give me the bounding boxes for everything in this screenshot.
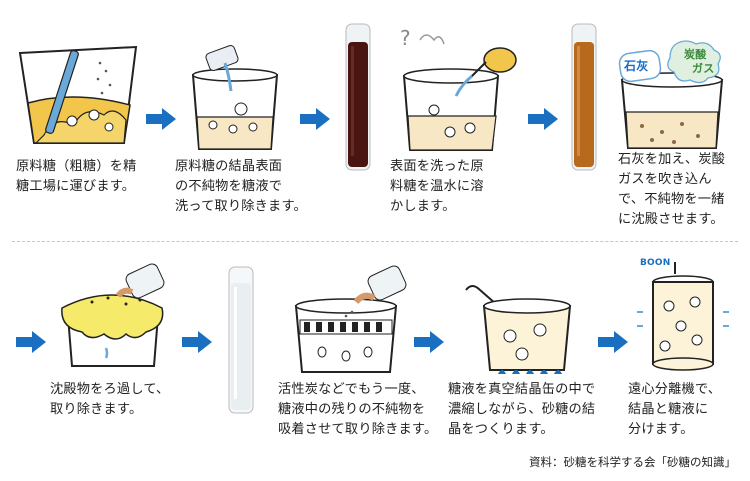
boon-label: BOON: [640, 258, 671, 268]
step7-caption: 糖液を真空結晶缶の中で 濃縮しながら、砂糖の結 晶をつくります。: [448, 382, 596, 437]
step1-illustration: [18, 45, 138, 144]
co2-label-line2: ガス: [692, 62, 715, 75]
lime-label: 石灰: [624, 59, 649, 73]
step2-caption: 原料糖の結晶表面 の不純物を糖液で 洗って取り除きます。: [175, 159, 307, 214]
step7-illustration: [465, 285, 572, 374]
amber-syrup-tube: [571, 23, 597, 171]
source-credit: 資料：砂糖を科学する会「砂糖の知識」: [529, 455, 736, 469]
clear-syrup-tube: [228, 266, 254, 414]
step2-illustration: [191, 45, 279, 150]
arrow-right-icon: [146, 108, 176, 130]
step1-caption: 原料糖（粗糖）を精 糖工場に運びます。: [16, 159, 137, 194]
svg-text:?: ?: [400, 26, 411, 50]
step8-illustration: [637, 262, 729, 371]
step3-illustration: ?: [400, 26, 517, 151]
row-divider: [12, 241, 738, 242]
step8-caption: 遠心分離機で、 結晶と糖液に 分けます。: [628, 382, 722, 437]
step6-illustration: [294, 265, 407, 373]
step5-caption: 沈殿物をろ過して、 取り除きます。: [50, 382, 170, 417]
step3-caption: 表面を洗った原 料糖を温水に溶 かします。: [390, 159, 484, 214]
arrow-right-icon: [414, 331, 444, 353]
step4-caption: 石灰を加え、炭酸 ガスを吹き込ん で、不純物を一緒 に沈殿させます。: [618, 152, 726, 227]
arrow-right-icon: [16, 331, 46, 353]
dark-syrup-tube: [345, 23, 371, 171]
arrow-right-icon: [300, 108, 330, 130]
step4-illustration: [618, 40, 724, 149]
step6-caption: 活性炭などでもう一度、 糖液中の残りの不純物を 吸着させて取り除きます。: [278, 382, 438, 437]
arrow-right-icon: [528, 108, 558, 130]
co2-label-line1: 炭酸: [684, 48, 707, 61]
step5-illustration: [61, 263, 165, 367]
arrow-right-icon: [598, 331, 628, 353]
arrow-right-icon: [182, 331, 212, 353]
